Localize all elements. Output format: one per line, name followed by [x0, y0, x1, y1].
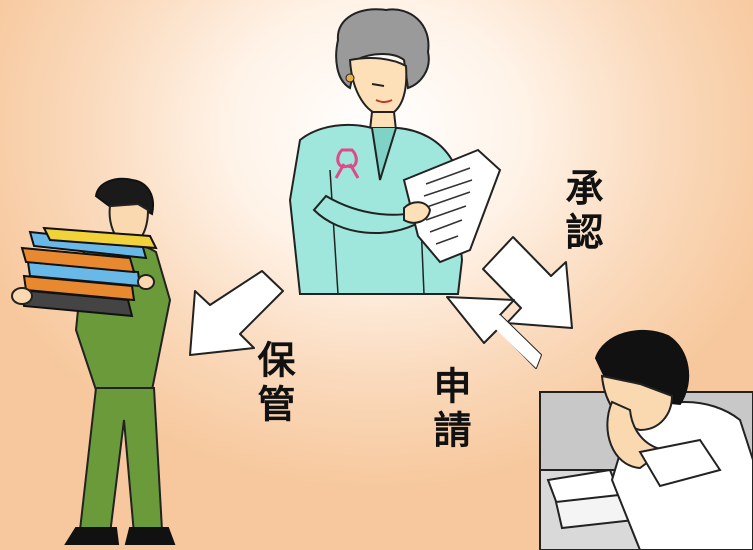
manager-figure — [288, 8, 502, 295]
approve-label: 承認 — [559, 168, 603, 256]
approve-arrow — [482, 236, 573, 329]
store-arrow — [189, 270, 284, 356]
store-label: 保管 — [251, 340, 295, 428]
apply-arrow — [446, 296, 542, 369]
apply-label: 申請 — [427, 366, 471, 454]
binder-stack — [18, 226, 158, 318]
applicant-figure — [539, 329, 753, 550]
clerk-figure — [11, 177, 176, 545]
